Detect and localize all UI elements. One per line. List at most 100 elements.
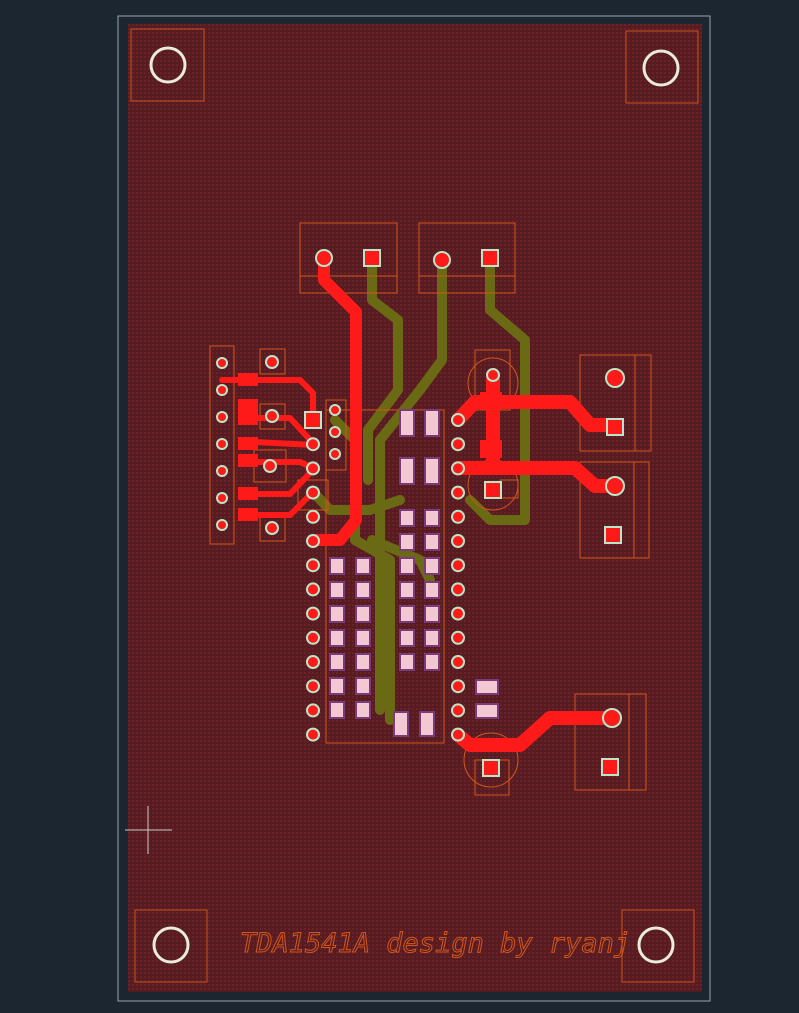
round-pad[interactable] <box>451 703 465 718</box>
round-pad[interactable] <box>315 249 333 267</box>
smd-pad[interactable] <box>399 457 415 485</box>
smd-pad[interactable] <box>424 581 440 599</box>
smd-pad[interactable] <box>399 509 415 527</box>
round-pad[interactable] <box>451 655 465 669</box>
round-pad[interactable] <box>306 703 320 718</box>
smd-pad[interactable] <box>424 533 440 551</box>
top-trace[interactable] <box>252 439 316 448</box>
smd-pad[interactable] <box>355 581 371 599</box>
round-pad[interactable] <box>216 465 228 477</box>
round-pad[interactable] <box>306 679 320 694</box>
round-pad[interactable] <box>329 404 341 416</box>
round-pad[interactable] <box>216 411 228 423</box>
smd-pad[interactable] <box>329 677 345 695</box>
smd-pad[interactable] <box>399 581 415 599</box>
smd-pad[interactable] <box>475 679 499 695</box>
round-pad[interactable] <box>306 558 320 573</box>
smd-pad[interactable] <box>393 711 409 737</box>
square-pad[interactable] <box>363 249 381 267</box>
round-pad[interactable] <box>265 355 279 369</box>
round-pad[interactable] <box>451 679 465 694</box>
smd-pad[interactable] <box>399 605 415 623</box>
smd-pad[interactable] <box>238 454 258 467</box>
round-pad[interactable] <box>216 438 228 450</box>
round-pad[interactable] <box>433 251 451 269</box>
smd-pad[interactable] <box>238 373 258 386</box>
smd-pad[interactable] <box>238 437 258 450</box>
mounting-hole[interactable] <box>149 46 187 84</box>
smd-pad[interactable] <box>424 557 440 575</box>
top-trace[interactable] <box>242 415 316 446</box>
round-pad[interactable] <box>306 582 320 597</box>
round-pad[interactable] <box>306 461 320 476</box>
square-pad[interactable] <box>481 249 499 267</box>
smd-pad[interactable] <box>475 703 499 719</box>
round-pad[interactable] <box>306 534 320 548</box>
round-pad[interactable] <box>306 655 320 669</box>
smd-pad[interactable] <box>424 653 440 671</box>
smd-pad[interactable] <box>355 629 371 647</box>
round-pad[interactable] <box>216 492 228 504</box>
smd-pad[interactable] <box>355 653 371 671</box>
bottom-trace[interactable] <box>465 253 530 525</box>
round-pad[interactable] <box>451 509 465 524</box>
round-pad[interactable] <box>306 630 320 645</box>
smd-pad[interactable] <box>329 557 345 575</box>
smd-pad[interactable] <box>355 701 371 719</box>
bottom-trace[interactable] <box>330 415 395 725</box>
smd-pad[interactable] <box>424 605 440 623</box>
smd-pad[interactable] <box>329 701 345 719</box>
mounting-hole[interactable] <box>152 926 190 964</box>
bottom-trace[interactable] <box>375 253 447 715</box>
smd-pad[interactable] <box>238 399 258 412</box>
smd-pad[interactable] <box>399 629 415 647</box>
smd-pad[interactable] <box>238 508 258 521</box>
round-pad[interactable] <box>306 437 320 452</box>
round-pad[interactable] <box>605 368 625 388</box>
round-pad[interactable] <box>306 727 320 742</box>
round-pad[interactable] <box>451 582 465 597</box>
square-pad[interactable] <box>304 411 322 429</box>
round-pad[interactable] <box>451 437 465 452</box>
square-pad[interactable] <box>482 759 500 777</box>
smd-pad[interactable] <box>424 457 440 485</box>
smd-pad[interactable] <box>329 605 345 623</box>
round-pad[interactable] <box>451 630 465 645</box>
smd-pad[interactable] <box>355 605 371 623</box>
round-pad[interactable] <box>216 357 228 369</box>
smd-pad[interactable] <box>419 711 435 737</box>
smd-pad[interactable] <box>329 653 345 671</box>
square-pad[interactable] <box>604 526 622 544</box>
round-pad[interactable] <box>216 519 228 531</box>
round-pad[interactable] <box>306 485 320 500</box>
round-pad[interactable] <box>306 606 320 621</box>
round-pad[interactable] <box>486 368 500 382</box>
square-pad[interactable] <box>484 481 502 499</box>
round-pad[interactable] <box>306 509 320 524</box>
round-pad[interactable] <box>451 461 465 476</box>
round-pad[interactable] <box>451 727 465 742</box>
square-pad[interactable] <box>601 758 619 776</box>
top-trace[interactable] <box>242 489 316 518</box>
smd-pad[interactable] <box>399 653 415 671</box>
smd-pad[interactable] <box>424 409 440 437</box>
smd-pad[interactable] <box>238 412 258 425</box>
mounting-hole[interactable] <box>642 49 680 87</box>
smd-pad[interactable] <box>399 409 415 437</box>
square-pad[interactable] <box>606 418 624 436</box>
smd-pad[interactable] <box>329 629 345 647</box>
round-pad[interactable] <box>451 485 465 500</box>
smd-pad[interactable] <box>424 629 440 647</box>
smd-pad[interactable] <box>424 509 440 527</box>
round-pad[interactable] <box>216 384 228 396</box>
round-pad[interactable] <box>263 459 277 473</box>
round-pad[interactable] <box>602 708 622 728</box>
mounting-hole[interactable] <box>637 926 675 964</box>
round-pad[interactable] <box>451 534 465 548</box>
top-trace[interactable] <box>242 467 316 497</box>
round-pad[interactable] <box>451 606 465 621</box>
round-pad[interactable] <box>451 413 465 427</box>
round-pad[interactable] <box>605 476 625 496</box>
